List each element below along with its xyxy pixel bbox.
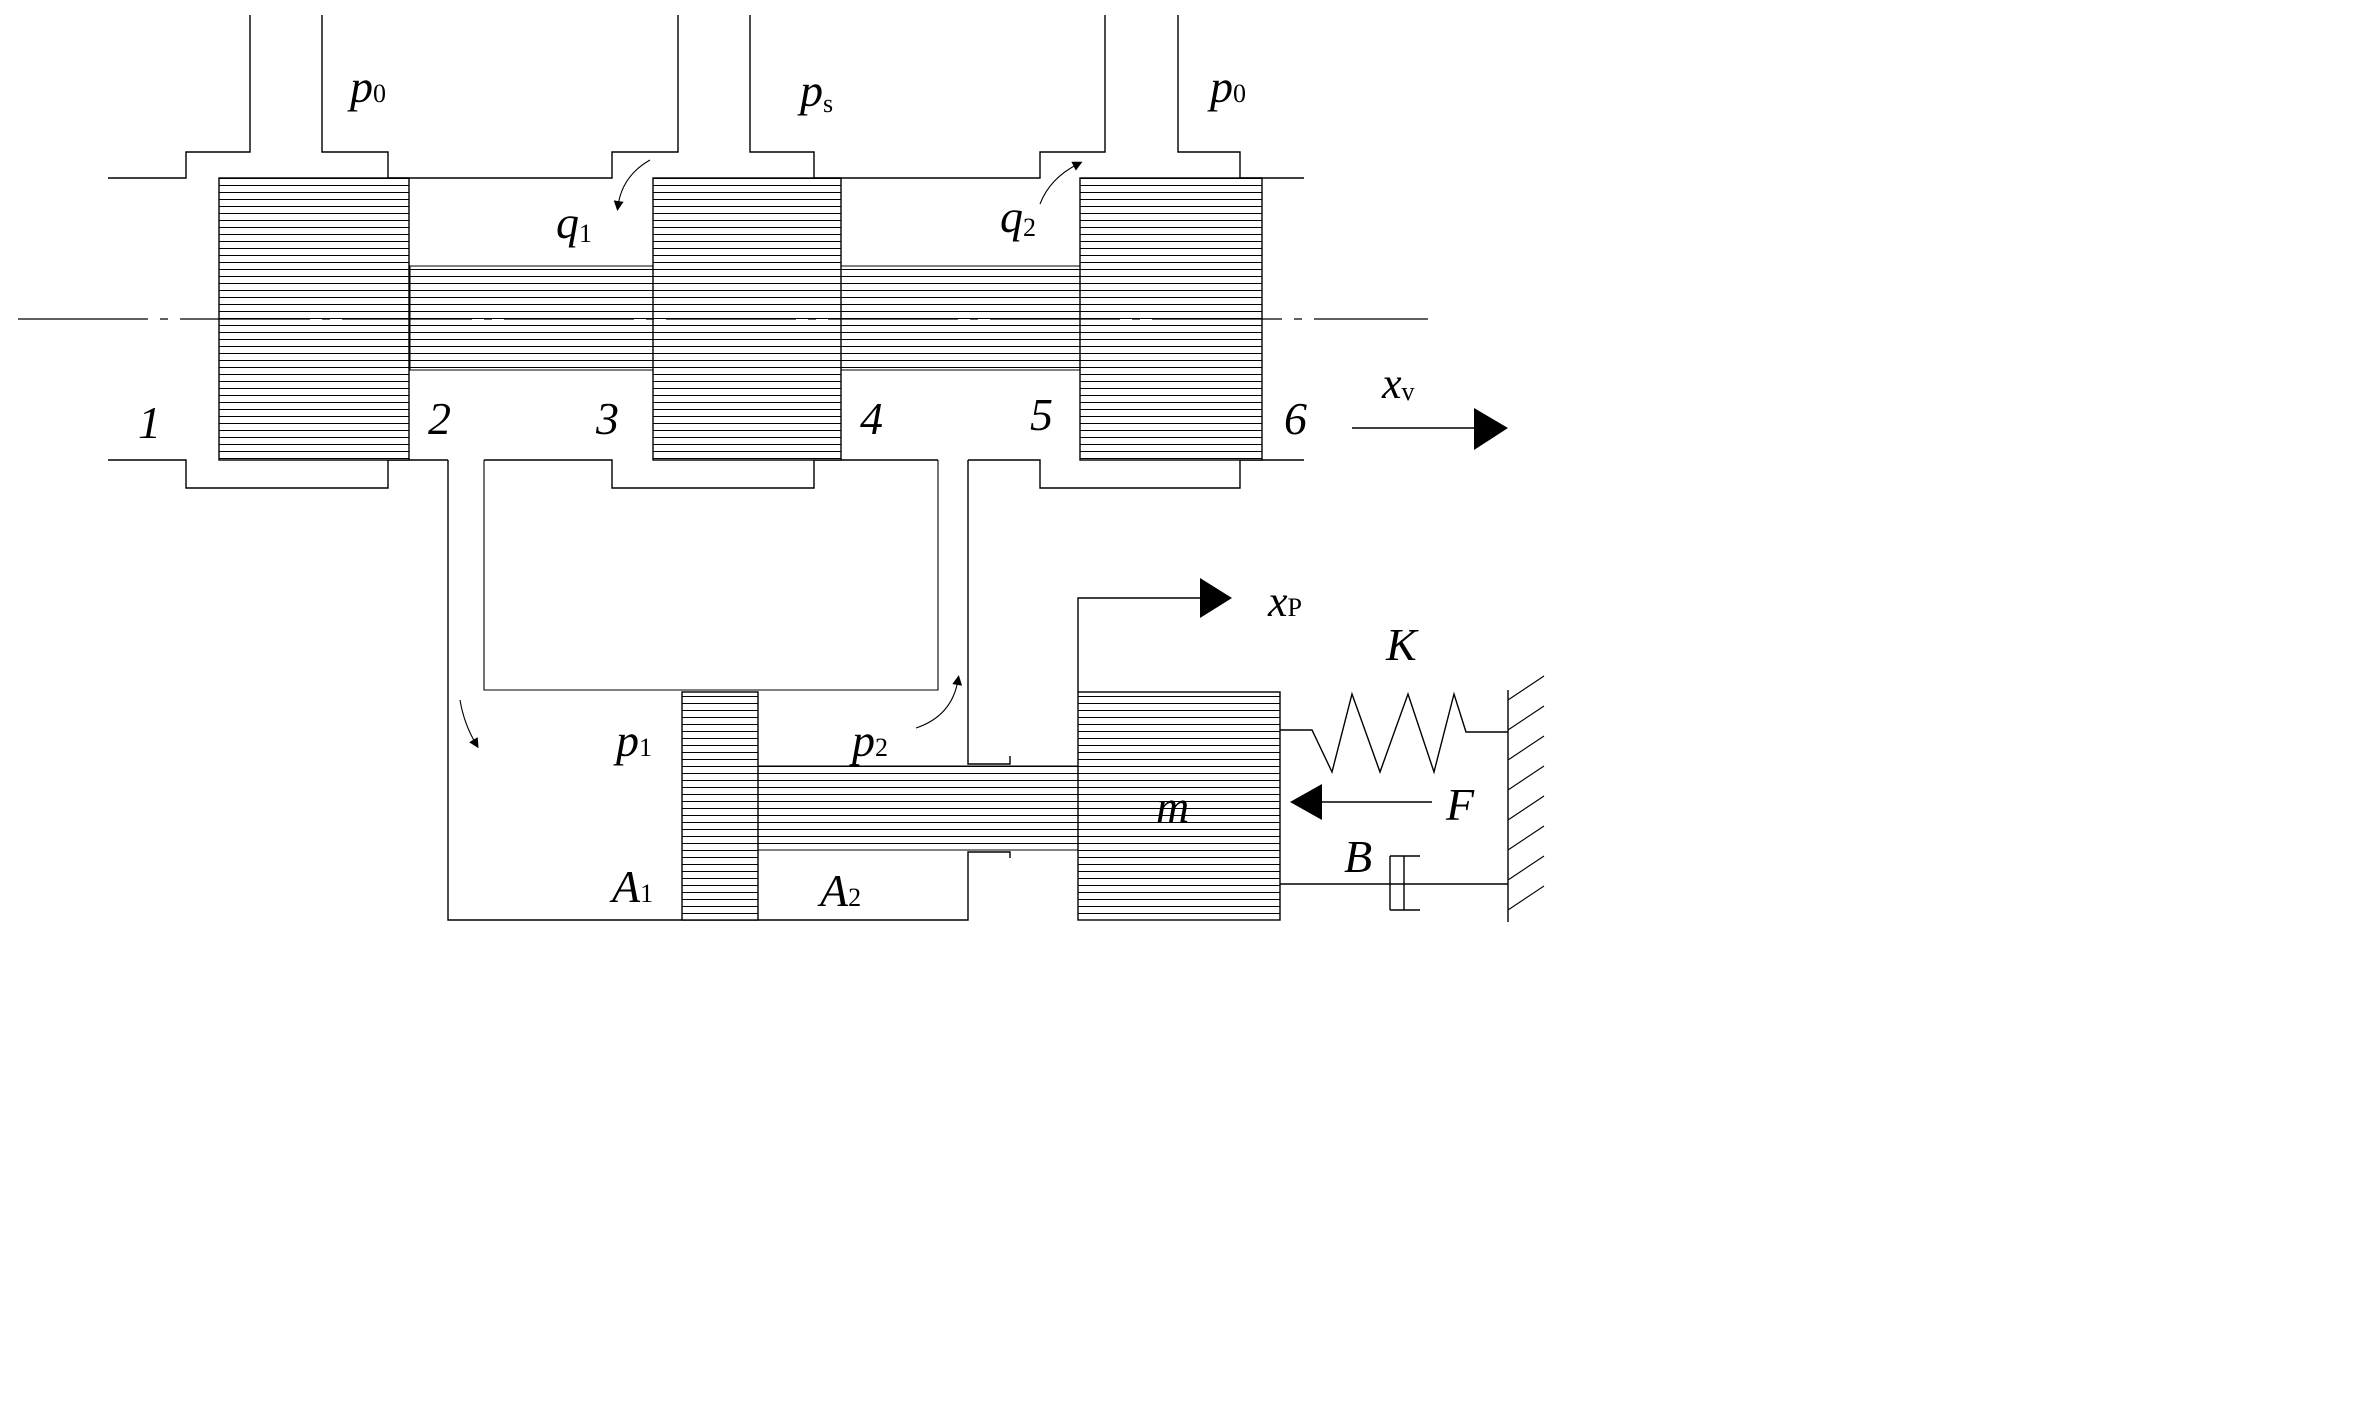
piston — [681, 691, 759, 921]
label-B: B — [1344, 831, 1372, 882]
chamber-2: 2 — [428, 393, 451, 444]
label-F: F — [1445, 779, 1475, 830]
label-ps: ps — [797, 65, 833, 118]
xv-arrow — [1352, 408, 1508, 450]
label-p2: p2 — [849, 715, 888, 766]
label-p0-left: p0 — [347, 61, 386, 112]
p1-flow-icon — [459, 699, 479, 749]
chamber-5: 5 — [1030, 389, 1053, 440]
label-p1: p1 — [613, 715, 652, 766]
q1-flow-icon — [613, 159, 651, 211]
chamber-1: 1 — [138, 397, 161, 448]
servo-valve-diagram: p0 ps p0 q1 q2 1 2 3 4 5 6 xv xP K F B m… — [18, 15, 1545, 922]
xp-arrow — [1077, 578, 1232, 692]
label-m: m — [1156, 781, 1189, 832]
chamber-4: 4 — [860, 393, 883, 444]
label-q2: q2 — [1000, 191, 1036, 242]
cylinder-pipes — [447, 460, 1011, 921]
damper — [1280, 855, 1508, 911]
hydraulic-cylinder — [681, 691, 1281, 921]
mass-block — [1077, 691, 1281, 921]
force-arrow — [1290, 784, 1432, 820]
valve-body — [108, 15, 1304, 489]
piston-rod — [757, 765, 1081, 851]
q2-flow-icon — [1039, 161, 1083, 205]
label-xp: xP — [1267, 577, 1302, 626]
label-q1: q1 — [556, 197, 592, 248]
label-A2: A2 — [817, 865, 861, 916]
p2-flow-icon — [915, 675, 963, 729]
ground-wall — [1507, 675, 1545, 922]
label-xv: xv — [1381, 359, 1415, 408]
chamber-3: 3 — [595, 393, 619, 444]
label-K: K — [1385, 619, 1419, 670]
spring — [1280, 691, 1508, 775]
label-p0-right: p0 — [1207, 61, 1246, 112]
chamber-6: 6 — [1284, 393, 1307, 444]
label-A1: A1 — [609, 861, 653, 912]
